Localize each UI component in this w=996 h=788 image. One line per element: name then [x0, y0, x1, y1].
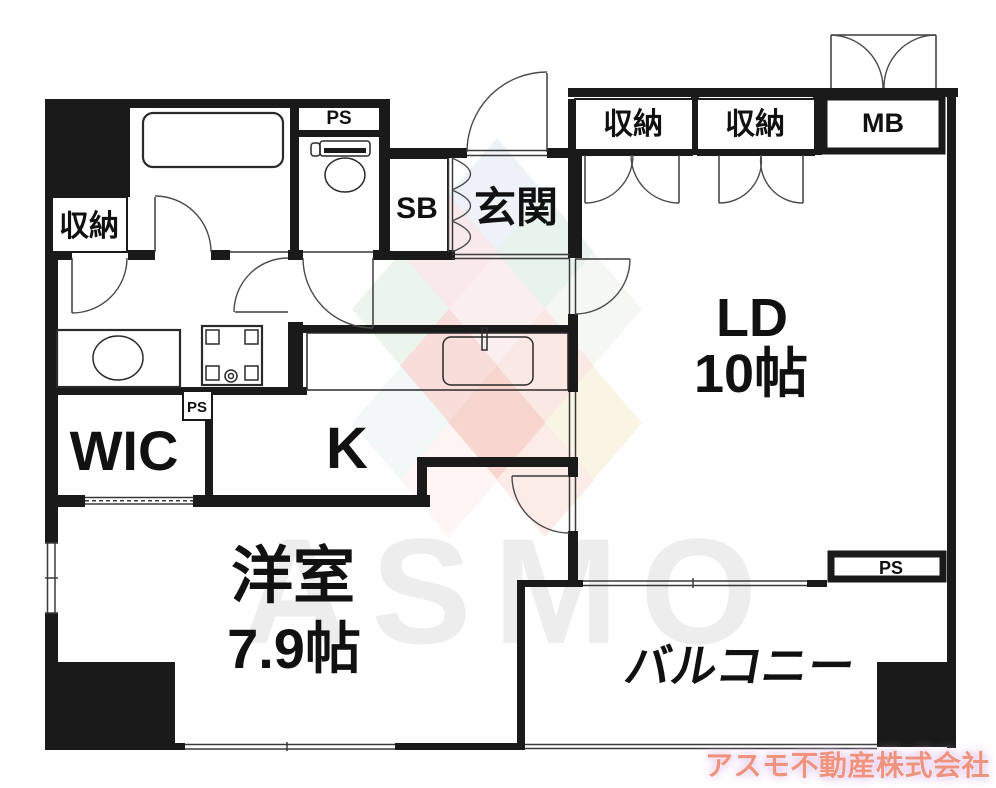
- meter-box-outline: [820, 93, 946, 155]
- room-label-storage-right-1: 収納: [603, 108, 663, 141]
- company-watermark: アスモ不動産株式会社: [704, 750, 990, 781]
- kitchen-counter: [306, 327, 569, 391]
- room-label-shoe-box: SB: [396, 192, 438, 225]
- room-label-wic: WIC: [70, 419, 179, 482]
- bathtub: [141, 111, 285, 169]
- washbasin: [55, 328, 182, 389]
- room-label-balcony: バルコニー: [621, 640, 859, 692]
- walls: [45, 88, 958, 750]
- windows: [45, 149, 877, 751]
- room-label-storage-top-left: 収納: [59, 210, 119, 243]
- room-label-entrance: 玄関: [474, 184, 558, 231]
- room-label-living-dining: LD: [716, 288, 788, 348]
- room-label-western-room-size: 7.9帖: [227, 617, 361, 680]
- room-label-pipe-space-top: PS: [326, 108, 351, 129]
- washer-pan: [200, 324, 264, 387]
- pipe-space-mid-box: [182, 390, 213, 421]
- room-label-pipe-space-bottom: PS: [879, 558, 903, 578]
- asmo-text-watermark: ASMO: [241, 507, 779, 675]
- room-label-storage-right-2: 収納: [725, 108, 785, 141]
- room-label-pipe-space-mid: PS: [187, 399, 207, 416]
- room-label-kitchen: K: [326, 416, 368, 481]
- room-label-western-room: 洋室: [231, 542, 355, 611]
- room-label-meter-box: MB: [862, 108, 904, 138]
- storage-top-left-box: [51, 196, 128, 253]
- room-label-living-dining-size: 10帖: [694, 344, 808, 404]
- doors: [71, 34, 937, 534]
- toilet: [310, 140, 371, 193]
- shoe-box-outline: [388, 157, 449, 253]
- fixtures: [55, 111, 569, 391]
- pipe-space-bottom-box: [827, 550, 947, 583]
- storage-right-2-box: [696, 98, 816, 151]
- storage-right-1-box: [574, 98, 694, 151]
